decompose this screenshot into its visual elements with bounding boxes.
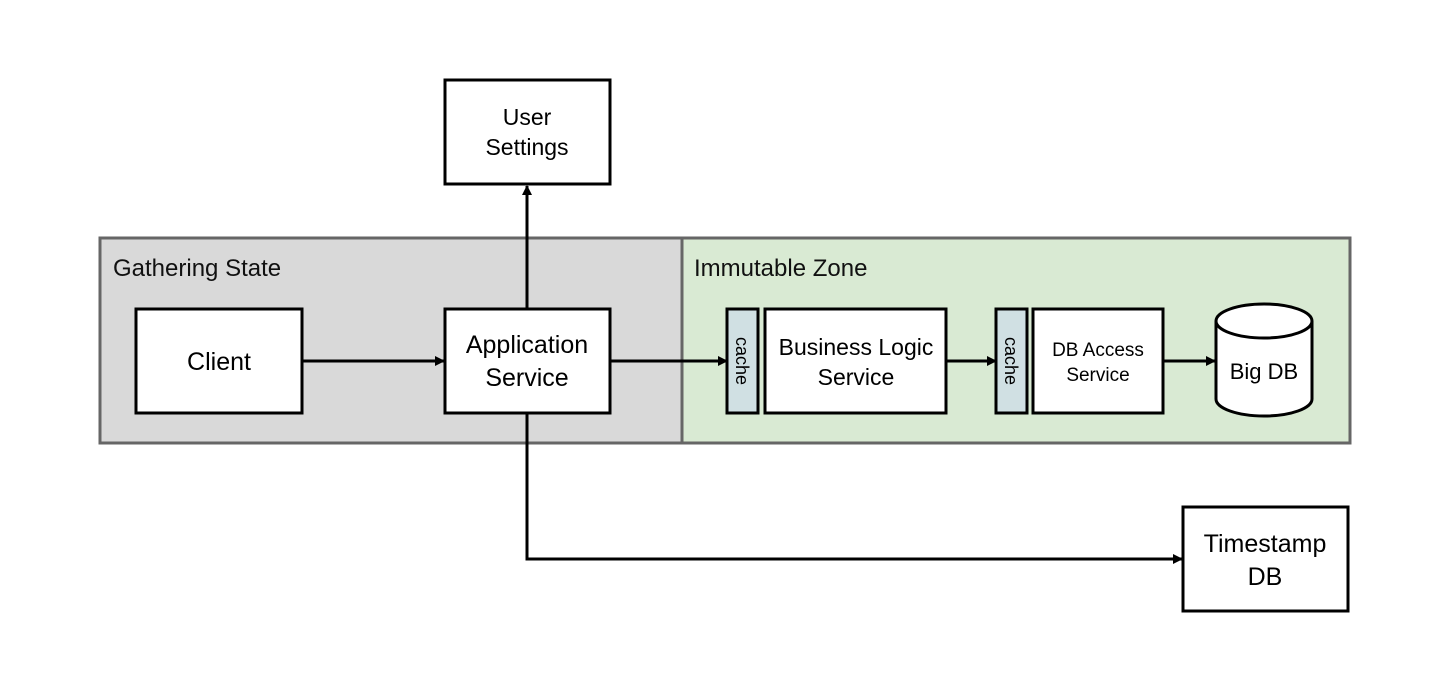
node-client: Client — [134, 307, 304, 415]
node-timestamp-db: Timestamp DB — [1181, 505, 1350, 613]
db-access-service-label-line2: Service — [1066, 365, 1129, 386]
db-access-service-label-line1: DB Access — [1052, 340, 1144, 361]
node-business-logic-service: Business Logic Service — [763, 307, 948, 415]
node-cache-2: cache — [994, 307, 1029, 415]
big-db-cylinder-body — [1214, 321, 1314, 418]
application-service-box — [443, 307, 612, 415]
db-access-service-box — [1031, 307, 1165, 415]
big-db-label: Big DB — [1230, 359, 1298, 384]
user-settings-label-line2: Settings — [485, 134, 568, 160]
node-user-settings: User Settings — [443, 78, 612, 186]
cache-2-label: cache — [1001, 337, 1021, 385]
cache-1-label: cache — [732, 337, 752, 385]
business-logic-service-label-line1: Business Logic — [779, 334, 934, 360]
cache-1-box — [725, 307, 760, 415]
timestamp-db-label-line1: Timestamp — [1204, 530, 1327, 558]
business-logic-service-box — [763, 307, 948, 415]
node-application-service: Application Service — [443, 307, 612, 415]
edges — [302, 185, 1216, 564]
business-logic-service-label-line2: Service — [818, 364, 895, 390]
client-label: Client — [187, 348, 251, 376]
user-settings-label-line1: User — [503, 104, 552, 130]
client-box — [134, 307, 304, 415]
node-db-access-service: DB Access Service — [1031, 307, 1165, 415]
zone-immutable-label: Immutable Zone — [694, 255, 867, 282]
edge-application-service-to-timestamp-db — [525, 413, 1183, 564]
big-db-cylinder-top — [1214, 302, 1314, 340]
application-service-label-line1: Application — [466, 331, 588, 359]
node-big-db: Big DB — [1214, 302, 1314, 418]
timestamp-db-box — [1181, 505, 1350, 613]
timestamp-db-label-line2: DB — [1248, 563, 1283, 591]
user-settings-box — [443, 78, 612, 186]
cache-2-box — [994, 307, 1029, 415]
node-cache-1: cache — [725, 307, 760, 415]
application-service-label-line2: Service — [485, 364, 568, 392]
zone-gathering-state-label: Gathering State — [113, 255, 281, 282]
